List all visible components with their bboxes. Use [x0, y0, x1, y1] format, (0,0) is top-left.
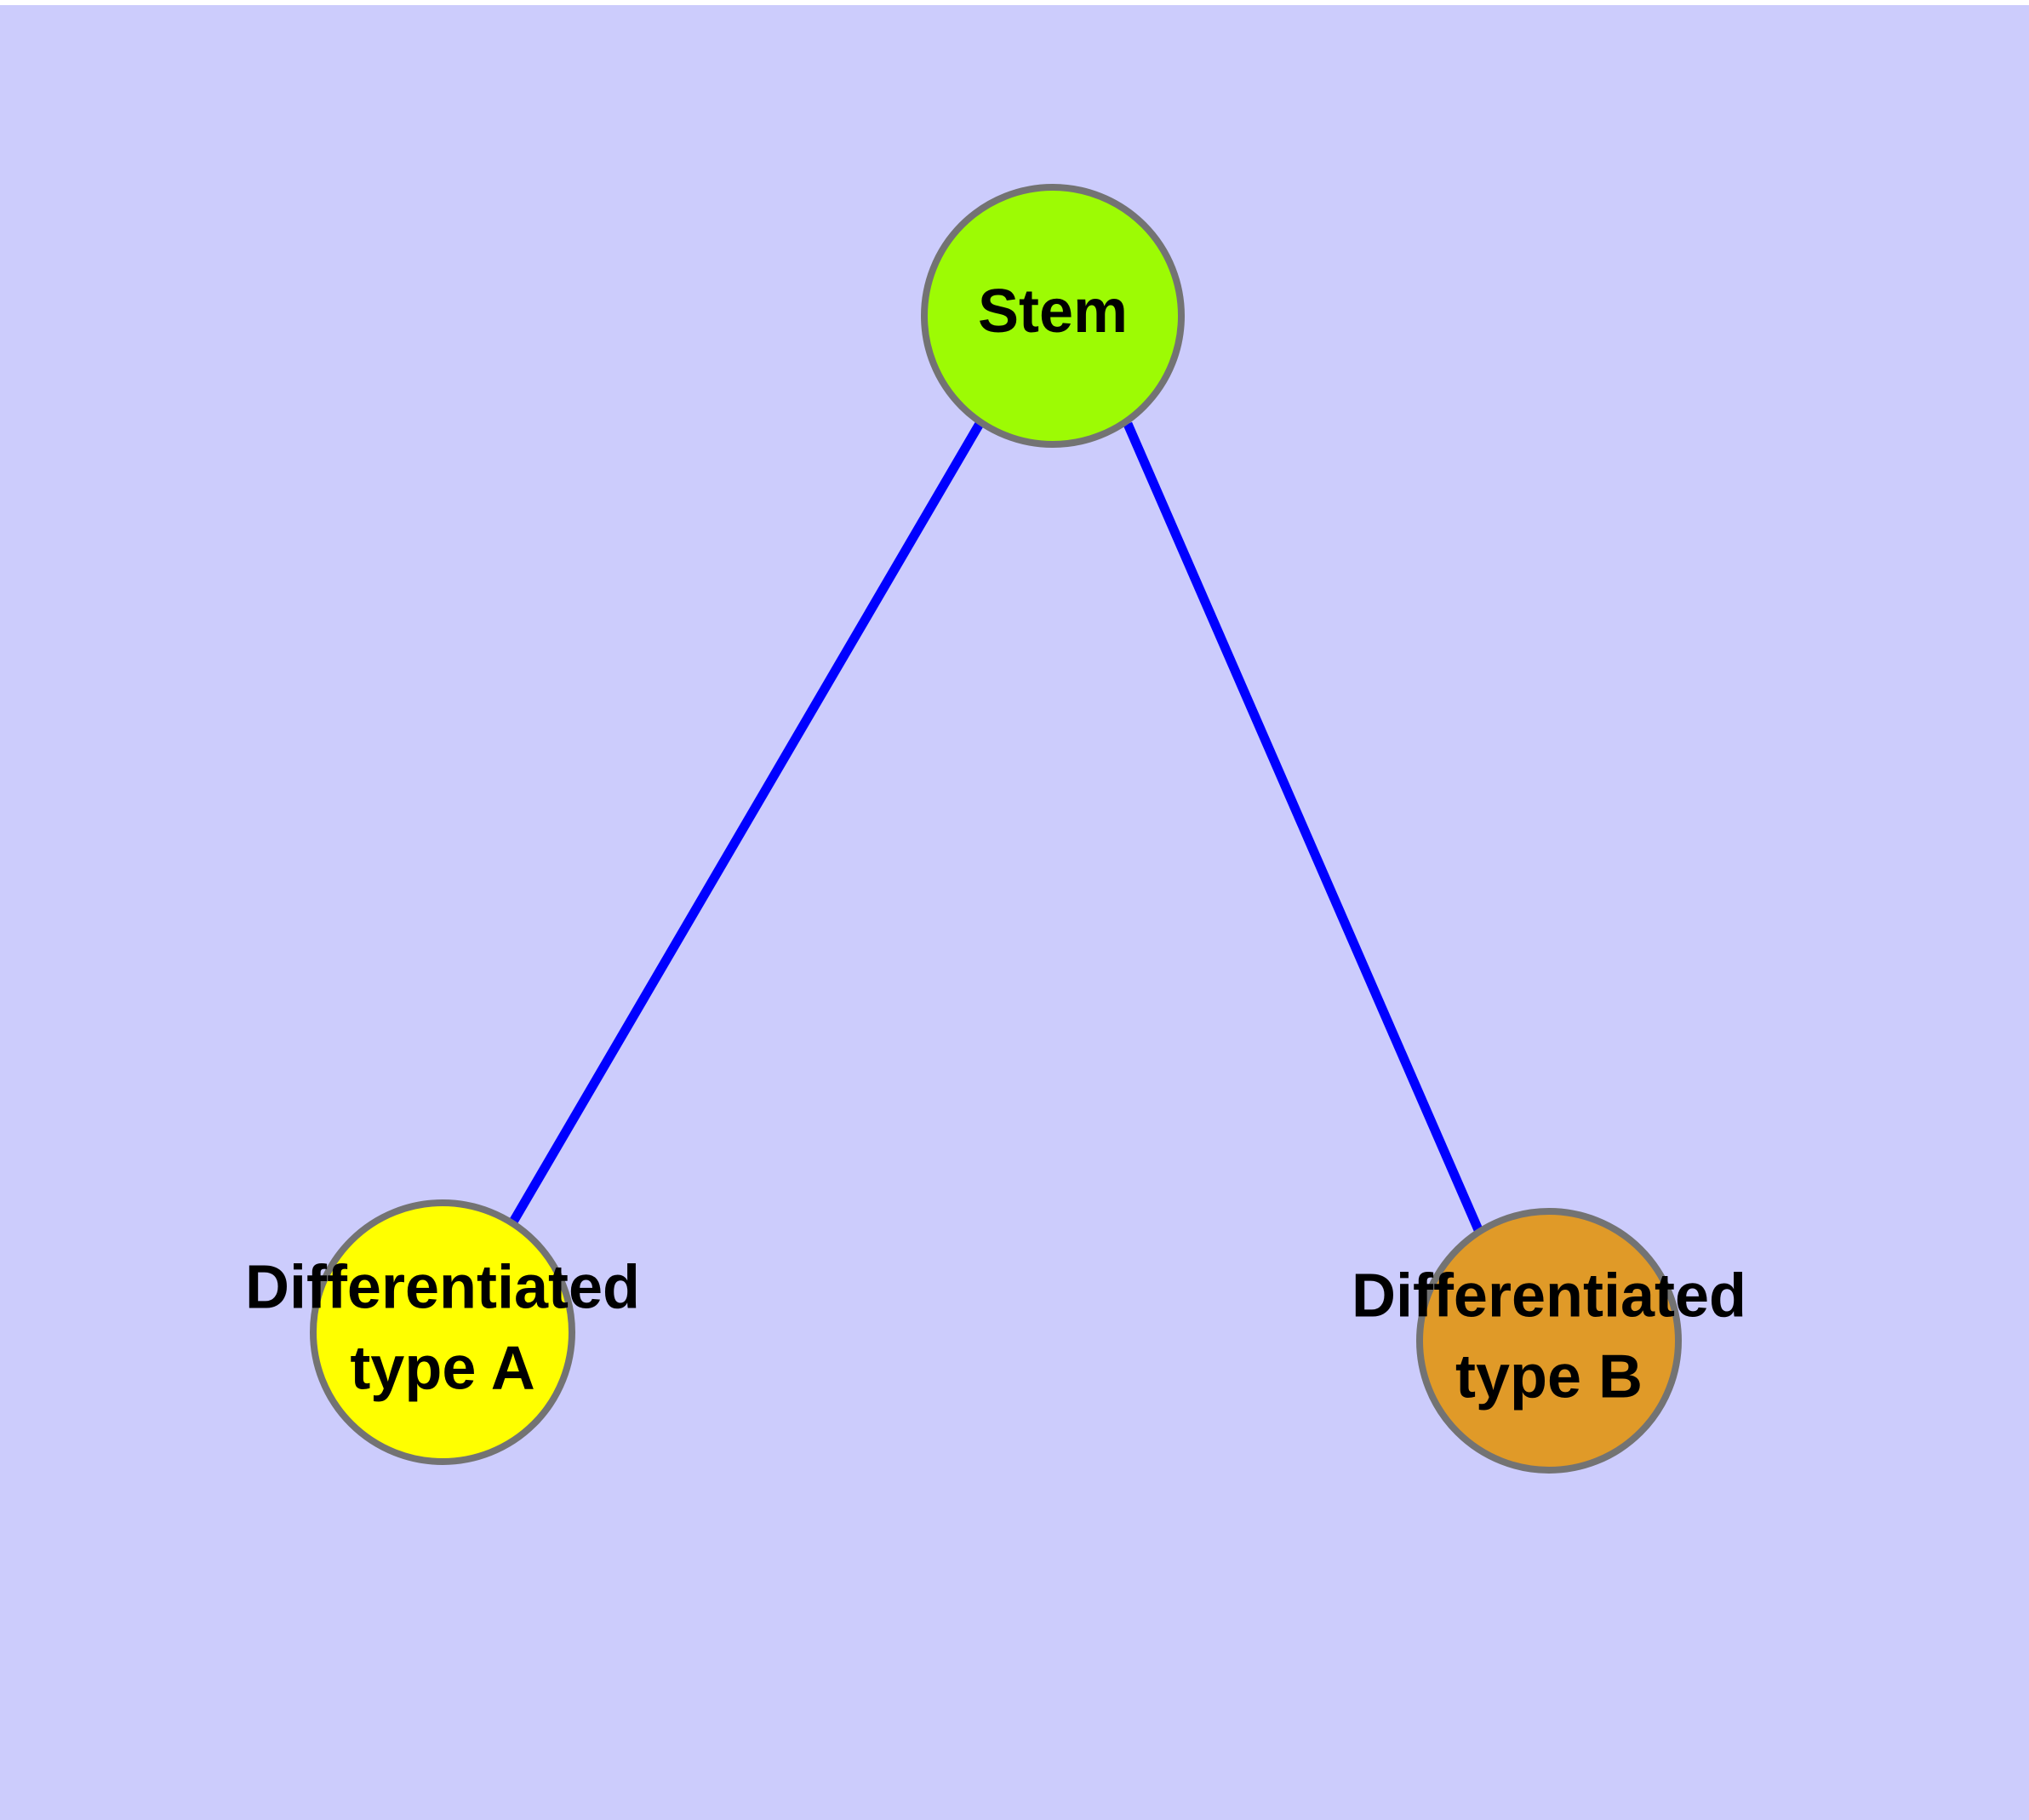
node-differentiated-type-b-label-line-2: type B	[1455, 1343, 1643, 1411]
node-stem[interactable]	[921, 184, 1185, 448]
edge-stem-to-differentiated-type-b[interactable]	[1123, 421, 1484, 1234]
labels-group: Stem Differentiated type A Differentiate…	[245, 278, 1746, 1411]
node-differentiated-type-a-label-line-1: Differentiated	[245, 1254, 640, 1322]
canvas-top-strip	[0, 0, 2029, 5]
node-differentiated-type-b[interactable]	[1416, 1208, 1682, 1474]
node-differentiated-type-a[interactable]	[310, 1199, 575, 1465]
node-stem-circle[interactable]	[921, 184, 1185, 448]
edges-group	[508, 420, 1484, 1234]
node-differentiated-type-a-circle[interactable]	[310, 1199, 575, 1465]
edge-stem-to-differentiated-type-a[interactable]	[508, 420, 985, 1226]
nodes-group	[310, 184, 1682, 1474]
node-differentiated-type-b-circle[interactable]	[1416, 1208, 1682, 1474]
node-differentiated-type-a-label-line-2: type A	[350, 1335, 534, 1403]
node-stem-label-line-1: Stem	[978, 278, 1128, 346]
node-differentiated-type-b-label-line-1: Differentiated	[1352, 1262, 1746, 1331]
